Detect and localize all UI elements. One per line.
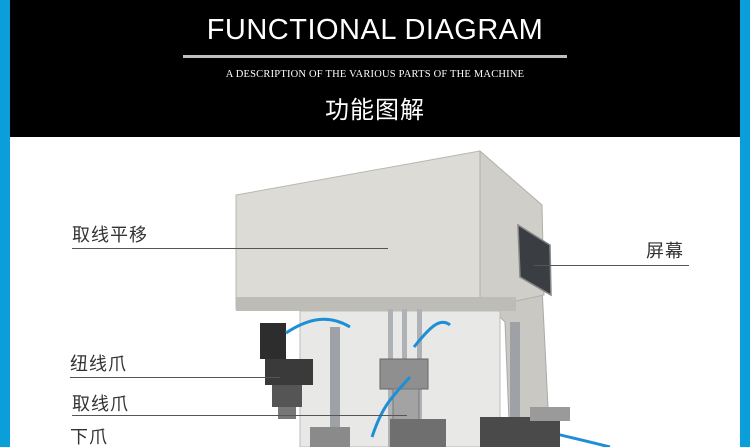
bottom-fixture-right xyxy=(480,417,560,447)
left-claw-block xyxy=(272,385,302,407)
machine-screen xyxy=(517,223,552,297)
cover-underside xyxy=(236,297,516,311)
bottom-fixture-center xyxy=(390,419,446,447)
diagram-panel: 取线平移 屏幕 纽线爪 取线爪 下爪 xyxy=(10,137,740,447)
left-motor-mount xyxy=(265,359,313,385)
label-take-line-traverse: 取线平移 xyxy=(72,225,148,246)
label-lower-claw: 下爪 xyxy=(70,427,108,447)
label-screen: 屏幕 xyxy=(646,241,684,262)
vertical-rail-left xyxy=(330,327,340,447)
page-subtitle: A DESCRIPTION OF THE VARIOUS PARTS OF TH… xyxy=(225,69,525,80)
machine-top-cover xyxy=(235,150,481,310)
page-title: FUNCTIONAL DIAGRAM xyxy=(206,14,544,46)
leader-take-line-claw xyxy=(72,415,407,416)
header-band: FUNCTIONAL DIAGRAM A DESCRIPTION OF THE … xyxy=(10,0,740,137)
bottom-fixture-left xyxy=(310,427,350,447)
chinese-title: 功能图解 xyxy=(325,96,425,124)
title-underline xyxy=(183,55,567,58)
pneumatic-tube-2 xyxy=(412,320,451,348)
machine-illustration xyxy=(235,149,611,447)
label-take-line-claw: 取线爪 xyxy=(72,394,129,415)
pneumatic-tube-1 xyxy=(285,317,351,335)
leader-twist-claw xyxy=(70,377,280,378)
leader-take-line-traverse xyxy=(72,248,388,249)
left-claw xyxy=(278,407,296,419)
label-twist-claw: 纽线爪 xyxy=(70,354,127,375)
pneumatic-tube-3 xyxy=(370,375,412,438)
leader-screen xyxy=(534,265,689,266)
bottom-fixture-right-cap xyxy=(530,407,570,421)
vertical-rail-right xyxy=(510,322,520,447)
left-motor xyxy=(260,323,286,359)
